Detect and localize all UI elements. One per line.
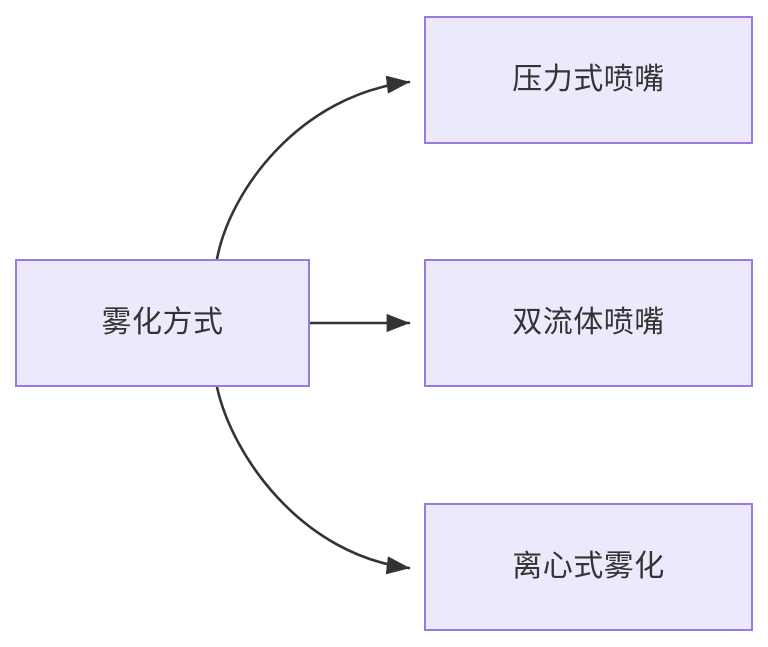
node-label: 离心式雾化 [512,550,665,583]
node-label: 雾化方式 [101,306,224,339]
edge-source-to-t3 [215,385,411,575]
node-centrifugal-atomization[interactable]: 离心式雾化 [424,503,753,631]
node-label: 压力式喷嘴 [512,63,665,96]
node-source-atomization-method[interactable]: 雾化方式 [15,259,310,387]
node-two-fluid-nozzle[interactable]: 双流体喷嘴 [424,259,753,387]
node-pressure-nozzle[interactable]: 压力式喷嘴 [424,16,753,144]
node-label: 双流体喷嘴 [512,306,665,339]
edge-source-to-t1 [215,75,411,261]
